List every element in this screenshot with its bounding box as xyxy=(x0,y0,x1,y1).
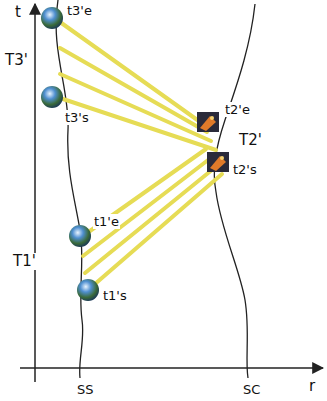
event-label: t2'e xyxy=(224,102,251,117)
event-label: t3's xyxy=(64,110,90,125)
axis-label: r xyxy=(308,378,316,395)
interval-label: T3' xyxy=(4,52,29,69)
t-axis xyxy=(34,4,36,382)
earth-icons xyxy=(41,7,99,301)
r-axis xyxy=(20,367,323,369)
event-label: t1's xyxy=(102,288,128,303)
interval-label: T1' xyxy=(12,253,37,270)
worldline-label: SS xyxy=(76,382,95,397)
worldline-label: SC xyxy=(242,382,261,397)
light-beams xyxy=(60,22,222,290)
axis-label: t xyxy=(14,4,22,21)
sc-worldline xyxy=(214,4,255,378)
interval-label: T2' xyxy=(238,132,263,149)
spacecraft-icons xyxy=(197,112,229,172)
event-label: t2's xyxy=(232,162,258,177)
event-label: t3'e xyxy=(66,3,93,18)
event-label: t1'e xyxy=(93,214,120,229)
